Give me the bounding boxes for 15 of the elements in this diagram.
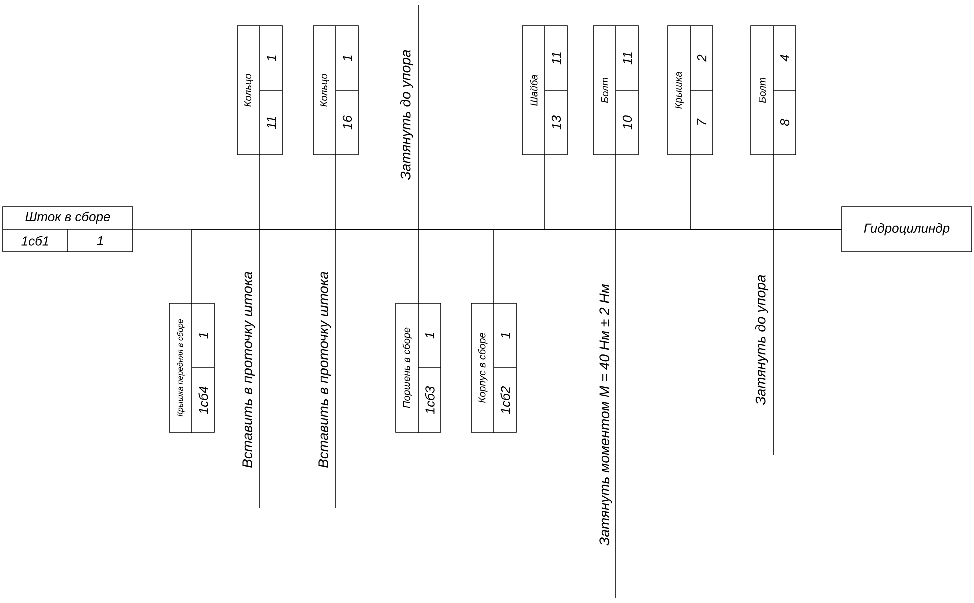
- part-table: Шайба 13 11: [522, 26, 568, 156]
- note-text: Затянуть до упора: [400, 50, 414, 180]
- part-table: Крышка передняя в сборе 1сб4 1: [169, 302, 215, 434]
- note-text: Вставить в проточку штока: [242, 272, 256, 468]
- product-box: Гидроцилиндр: [842, 206, 972, 252]
- part-table: Кольцо 16 1: [313, 26, 359, 156]
- title-table: Шток в сборе 1сб1 1: [2, 206, 134, 252]
- note-text: Вставить в проточку штока: [318, 272, 332, 468]
- part-table: Кольцо 11 1: [237, 26, 283, 156]
- part-table: Болт 10 11: [593, 26, 639, 156]
- connector-line: [773, 155, 842, 230]
- note-text: Затянуть до упора: [755, 275, 769, 406]
- part-table: Крышка 7 2: [668, 26, 714, 156]
- note-text: Затянуть моментом М = 40 Нм ± 2 Нм: [600, 284, 612, 546]
- part-table: Болт 8 4: [750, 26, 796, 156]
